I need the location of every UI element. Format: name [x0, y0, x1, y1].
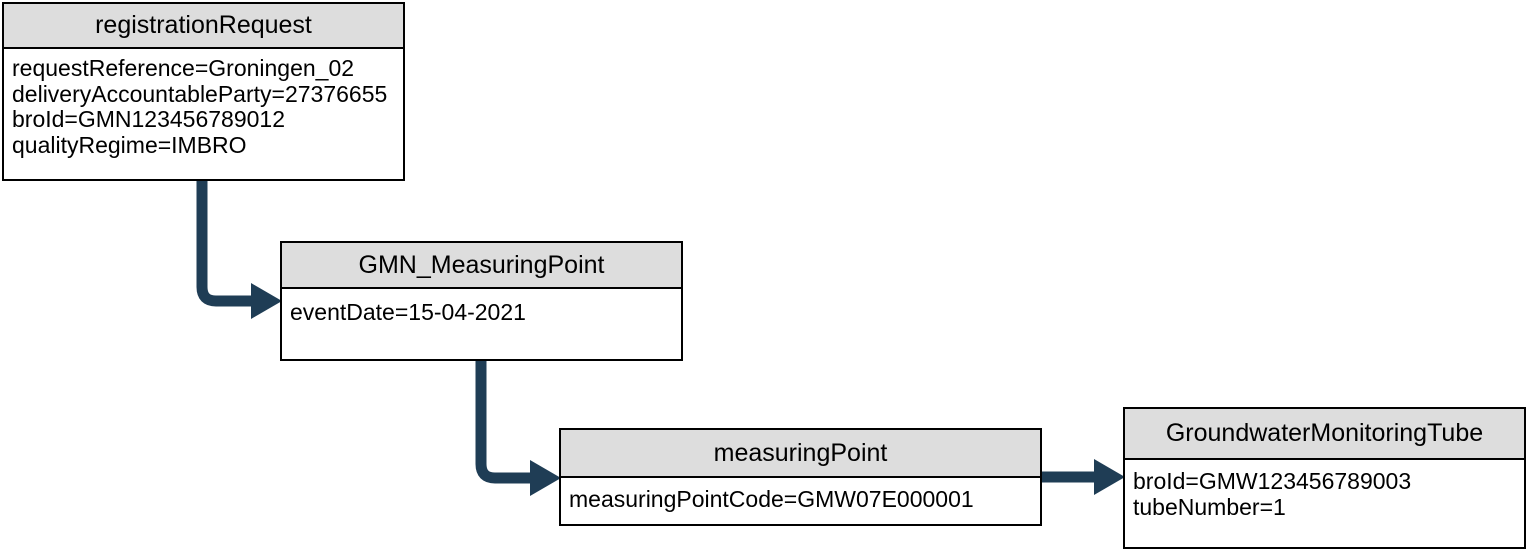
node-measuring-point[interactable]: measuringPoint measuringPointCode=GMW07E…	[559, 428, 1042, 526]
attribute-quality-regime: qualityRegime=IMBRO	[12, 132, 247, 158]
node-groundwater-monitoring-tube-header: GroundwaterMonitoringTube	[1125, 409, 1524, 460]
node-measuring-point-header: measuringPoint	[561, 430, 1040, 478]
node-registration-request[interactable]: registrationRequest requestReference=Gro…	[2, 2, 405, 181]
connector-gmn-measuring-point-to-measuring-point	[475, 361, 561, 496]
node-groundwater-monitoring-tube[interactable]: GroundwaterMonitoringTube broId=GMW12345…	[1123, 407, 1526, 549]
node-registration-request-header: registrationRequest	[4, 4, 403, 49]
node-gmn-measuring-point-header: GMN_MeasuringPoint	[282, 243, 681, 289]
connector-measuring-point-to-groundwater-monitoring-tube	[1042, 459, 1125, 495]
node-groundwater-monitoring-tube-body: broId=GMW123456789003 tubeNumber=1	[1125, 460, 1524, 547]
attribute-measuring-point-code: measuringPointCode=GMW07E000001	[569, 487, 974, 512]
attribute-bro-id: broId=GMN123456789012	[12, 107, 286, 132]
attribute-request-reference: requestReference=Groningen_02	[12, 56, 355, 81]
attribute-bro-id: broId=GMW123456789003	[1133, 469, 1412, 494]
attribute-tube-number: tubeNumber=1	[1133, 494, 1286, 520]
arrowhead-icon	[1094, 459, 1125, 495]
connector-registration-request-to-gmn-measuring-point	[196, 181, 282, 319]
node-gmn-measuring-point[interactable]: GMN_MeasuringPoint eventDate=15-04-2021	[280, 241, 683, 361]
node-measuring-point-body: measuringPointCode=GMW07E000001	[561, 478, 1040, 524]
attribute-event-date: eventDate=15-04-2021	[290, 300, 526, 325]
node-gmn-measuring-point-body: eventDate=15-04-2021	[282, 289, 681, 359]
arrowhead-icon	[251, 283, 282, 319]
node-registration-request-body: requestReference=Groningen_02 deliveryAc…	[4, 49, 403, 179]
arrowhead-icon	[530, 460, 561, 496]
attribute-delivery-accountable-party: deliveryAccountableParty=27376655	[12, 81, 388, 107]
